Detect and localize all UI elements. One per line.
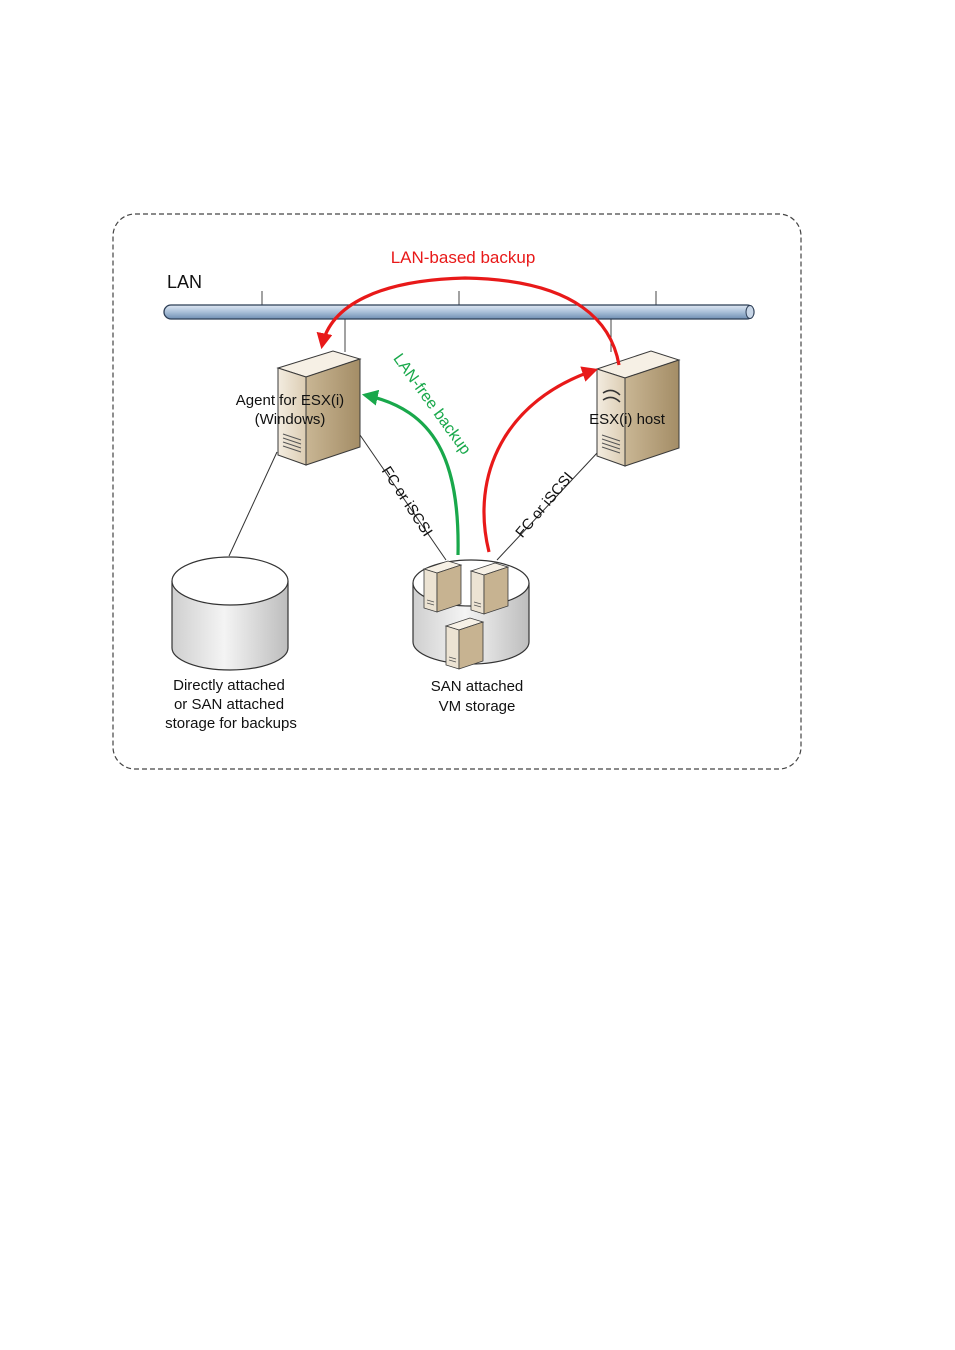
vm-server-icon xyxy=(471,563,508,614)
vm-storage-label-line2: VM storage xyxy=(439,698,516,715)
lan-free-backup-label: LAN-free backup xyxy=(389,351,473,458)
lan-based-backup-arrow-lower xyxy=(484,370,595,552)
backup-storage-label-line2: or SAN attached xyxy=(174,696,284,713)
esx-host-server-icon xyxy=(597,351,679,466)
backup-storage-cylinder-icon xyxy=(172,557,288,670)
vm-server-icon xyxy=(424,561,461,612)
lan-based-backup-label: LAN-based backup xyxy=(391,248,536,267)
backup-storage-label-line3: storage for backups xyxy=(165,715,297,732)
fc-iscsi-left-label: FC or iSCSI xyxy=(378,463,436,539)
fc-iscsi-right-label: FC or iSCSI xyxy=(512,469,576,541)
vm-server-icon xyxy=(446,618,483,669)
agent-label-line2: (Windows) xyxy=(255,411,326,428)
agent-label-line1: Agent for ESX(i) xyxy=(236,392,344,409)
vm-storage-label-line1: SAN attached xyxy=(431,678,524,695)
lan-bus xyxy=(164,305,754,319)
lan-label: LAN xyxy=(167,272,202,292)
esx-host-label: ESX(i) host xyxy=(589,411,666,428)
lan-based-backup-arrow-upper xyxy=(322,278,619,365)
backup-storage-label-line1: Directly attached xyxy=(173,677,285,694)
agent-to-backup-storage-line xyxy=(229,452,277,556)
